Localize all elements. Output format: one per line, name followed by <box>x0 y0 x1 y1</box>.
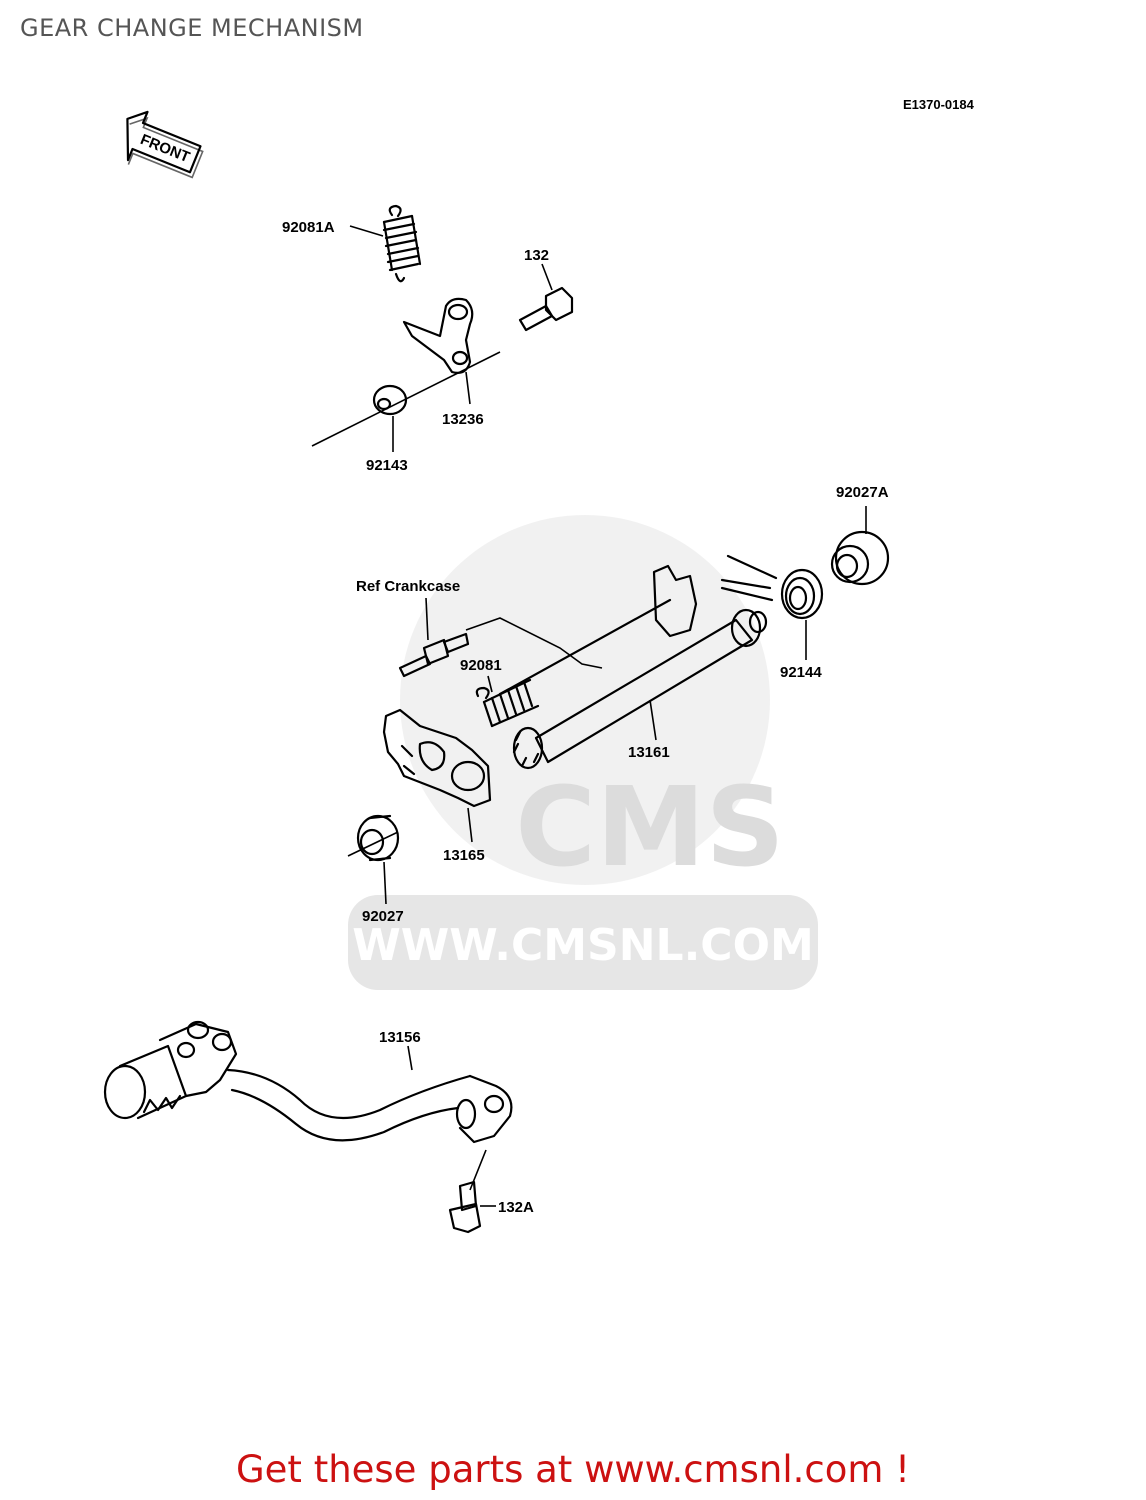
callout-13165: 13165 <box>443 847 485 864</box>
callout-92081: 92081 <box>460 657 502 674</box>
bolt-132A <box>448 1149 496 1234</box>
spring-92081 <box>475 675 540 728</box>
lever-13236 <box>402 297 474 405</box>
cms-watermark: CMS WWW.CMSNL.COM <box>348 515 818 990</box>
spring-92081A <box>349 204 422 283</box>
ref-code: E1370-0184 <box>903 97 975 112</box>
washer-92143 <box>372 384 408 452</box>
callout-132A: 132A <box>498 1199 534 1216</box>
buy-parts-link[interactable]: Get these parts at www.cmsnl.com ! <box>235 1448 910 1491</box>
callout-92144: 92144 <box>780 664 822 681</box>
crankcase-pin <box>398 597 603 678</box>
callout-92143: 92143 <box>366 457 408 474</box>
bolt-132 <box>518 263 574 332</box>
pedal-13156 <box>103 1020 513 1144</box>
callout-13236: 13236 <box>442 411 484 428</box>
seal-92027 <box>356 814 400 905</box>
callout-92081A: 92081A <box>282 219 335 236</box>
watermark-brand: CMS <box>515 763 784 891</box>
shaft-line-lower <box>347 831 399 857</box>
callout-13156: 13156 <box>379 1029 421 1046</box>
callout-92027A: 92027A <box>836 484 889 501</box>
watermark-url: WWW.CMSNL.COM <box>352 920 814 971</box>
callout-ref-crankcase: Ref Crankcase <box>356 578 460 595</box>
page-title: GEAR CHANGE MECHANISM <box>20 14 364 42</box>
spring-92144 <box>720 554 824 660</box>
seal-92027A <box>830 506 890 586</box>
callout-13161: 13161 <box>628 744 670 761</box>
callout-92027: 92027 <box>362 908 404 925</box>
front-arrow-icon: FRONT <box>126 110 204 179</box>
callout-132: 132 <box>524 247 549 264</box>
plate-13165 <box>382 708 492 843</box>
shift-shaft-13161 <box>498 564 768 770</box>
